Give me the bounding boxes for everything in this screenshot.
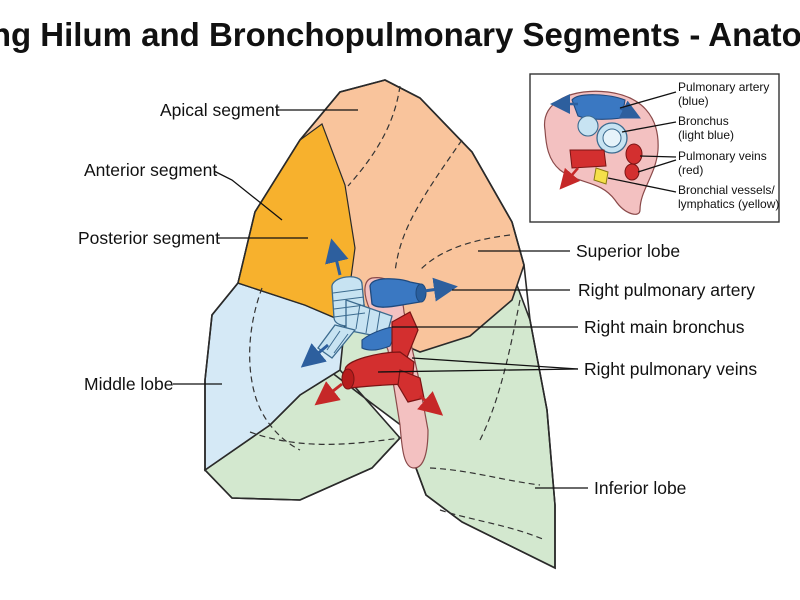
inset-label-bronchus-1: Bronchus [678, 114, 729, 128]
bronchus-arrow-down [300, 343, 329, 368]
pulmonary-artery [361, 277, 458, 351]
inset-label-veins-2: (red) [678, 163, 703, 177]
label-right-main-bronchus: Right main bronchus [584, 317, 745, 337]
segment-border-8 [439, 509, 546, 541]
label-inferior-lobe: Inferior lobe [594, 478, 686, 498]
leader-lines [173, 109, 588, 489]
inset-label-veins-1: Pulmonary veins [678, 149, 767, 163]
page-title: Lung Hilum and Bronchopulmonary Segments… [0, 16, 800, 53]
bronchus-arrow-up [325, 238, 349, 276]
label-superior-lobe: Superior lobe [576, 241, 680, 261]
segment-border-6 [429, 467, 541, 486]
inset-label-vessels-2: lymphatics (yellow) [678, 197, 779, 211]
label-right-pulmonary-artery: Right pulmonary artery [578, 280, 755, 300]
bronchus [300, 238, 393, 368]
inset-label-vessels-1: Bronchial vessels/ [678, 183, 775, 197]
inset-bronchial-vessels [593, 167, 609, 185]
segment-border-5 [249, 431, 401, 445]
inset-label-artery-2: (blue) [678, 94, 709, 108]
label-posterior-segment: Posterior segment [78, 228, 220, 248]
inset-artery [571, 94, 626, 120]
label-apical-segment: Apical segment [160, 100, 280, 120]
segment-border-3 [419, 234, 511, 271]
label-right-pulmonary-veins: Right pulmonary veins [584, 359, 757, 379]
inset-veins [569, 149, 607, 169]
hilum [300, 238, 458, 469]
segment-border-1 [347, 85, 401, 187]
inset-legend: Pulmonary artery (blue) Bronchus (light … [529, 73, 780, 223]
lung [203, 79, 556, 570]
segment-border-2 [394, 139, 463, 273]
lung-outline [204, 79, 556, 570]
inset-label-bronchus-2: (light blue) [678, 128, 734, 142]
segment-border-7 [479, 299, 521, 441]
vein-arrow-right [417, 391, 444, 416]
artery-arrow [423, 277, 458, 302]
vein-arrow-left [314, 381, 343, 406]
pulmonary-veins [314, 311, 444, 416]
label-anterior-segment: Anterior segment [84, 160, 217, 180]
label-middle-lobe: Middle lobe [84, 374, 174, 394]
inset-label-artery-1: Pulmonary artery [678, 80, 769, 94]
